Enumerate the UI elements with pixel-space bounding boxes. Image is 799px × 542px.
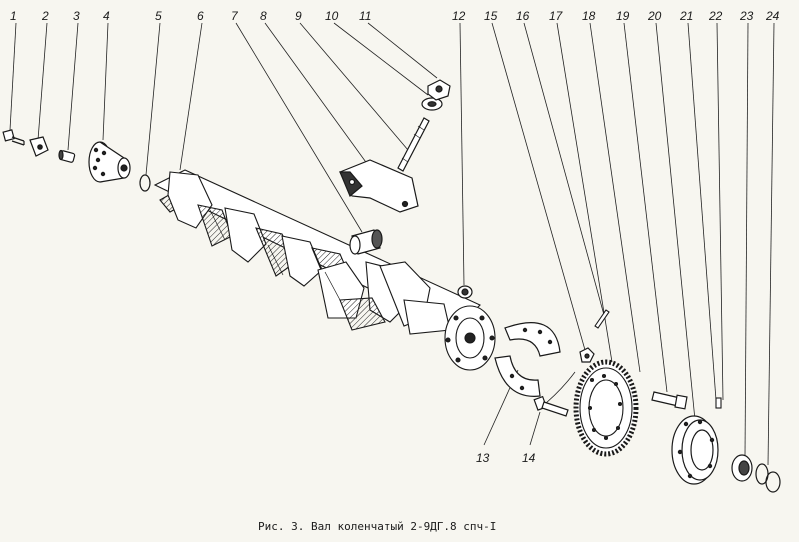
callout-18: 18 bbox=[582, 9, 596, 23]
stud-part bbox=[397, 117, 430, 172]
ring-23-part bbox=[765, 471, 781, 493]
bolt-long-part bbox=[533, 395, 569, 417]
callout-16: 16 bbox=[516, 9, 530, 23]
bolt-18-part bbox=[651, 391, 688, 410]
callout-7: 7 bbox=[231, 9, 239, 23]
callout-22: 22 bbox=[708, 9, 723, 23]
thin-ring-part bbox=[139, 174, 151, 192]
callout-24: 24 bbox=[765, 9, 780, 23]
callout-2: 2 bbox=[41, 9, 49, 23]
bolt-part bbox=[2, 129, 25, 146]
callout-11: 11 bbox=[359, 9, 371, 23]
callout-19: 19 bbox=[616, 9, 630, 23]
callout-20: 20 bbox=[647, 9, 662, 23]
counterweight-part bbox=[339, 159, 419, 213]
nut-part bbox=[427, 79, 451, 101]
callout-15: 15 bbox=[484, 9, 498, 23]
callout-21: 21 bbox=[679, 9, 693, 23]
callout-13: 13 bbox=[476, 451, 490, 465]
bushing-part bbox=[349, 229, 383, 255]
callout-numbers: 1 2 3 4 5 6 7 8 9 10 11 12 15 16 17 18 1… bbox=[10, 9, 780, 465]
gear-part bbox=[573, 359, 639, 457]
nut-small-part bbox=[457, 285, 473, 299]
ring-flange-part bbox=[671, 415, 719, 485]
callout-1: 1 bbox=[10, 9, 17, 23]
figure-caption: Рис. 3. Вал коленчатый 2-9ДГ.8 спч-I bbox=[258, 520, 497, 533]
callout-8: 8 bbox=[260, 9, 267, 23]
callout-14: 14 bbox=[522, 451, 536, 465]
bearing-part bbox=[731, 454, 753, 482]
sleeve-part bbox=[58, 149, 76, 163]
callout-3: 3 bbox=[73, 9, 80, 23]
washer-part bbox=[421, 97, 443, 111]
callout-10: 10 bbox=[325, 9, 339, 23]
callout-4: 4 bbox=[103, 9, 110, 23]
lock-plate-part bbox=[29, 136, 49, 157]
thrust-half-rings-part bbox=[494, 322, 561, 397]
callout-5: 5 bbox=[155, 9, 162, 23]
callout-17: 17 bbox=[549, 9, 564, 23]
crankshaft-part bbox=[153, 169, 496, 371]
callout-9: 9 bbox=[295, 9, 302, 23]
flange-hub-part bbox=[88, 141, 131, 183]
callout-12: 12 bbox=[452, 9, 466, 23]
callout-23: 23 bbox=[739, 9, 754, 23]
nut-15-part bbox=[579, 347, 595, 363]
pin-part bbox=[594, 309, 610, 329]
callout-6: 6 bbox=[197, 9, 204, 23]
dowel-pin-part bbox=[715, 397, 722, 409]
